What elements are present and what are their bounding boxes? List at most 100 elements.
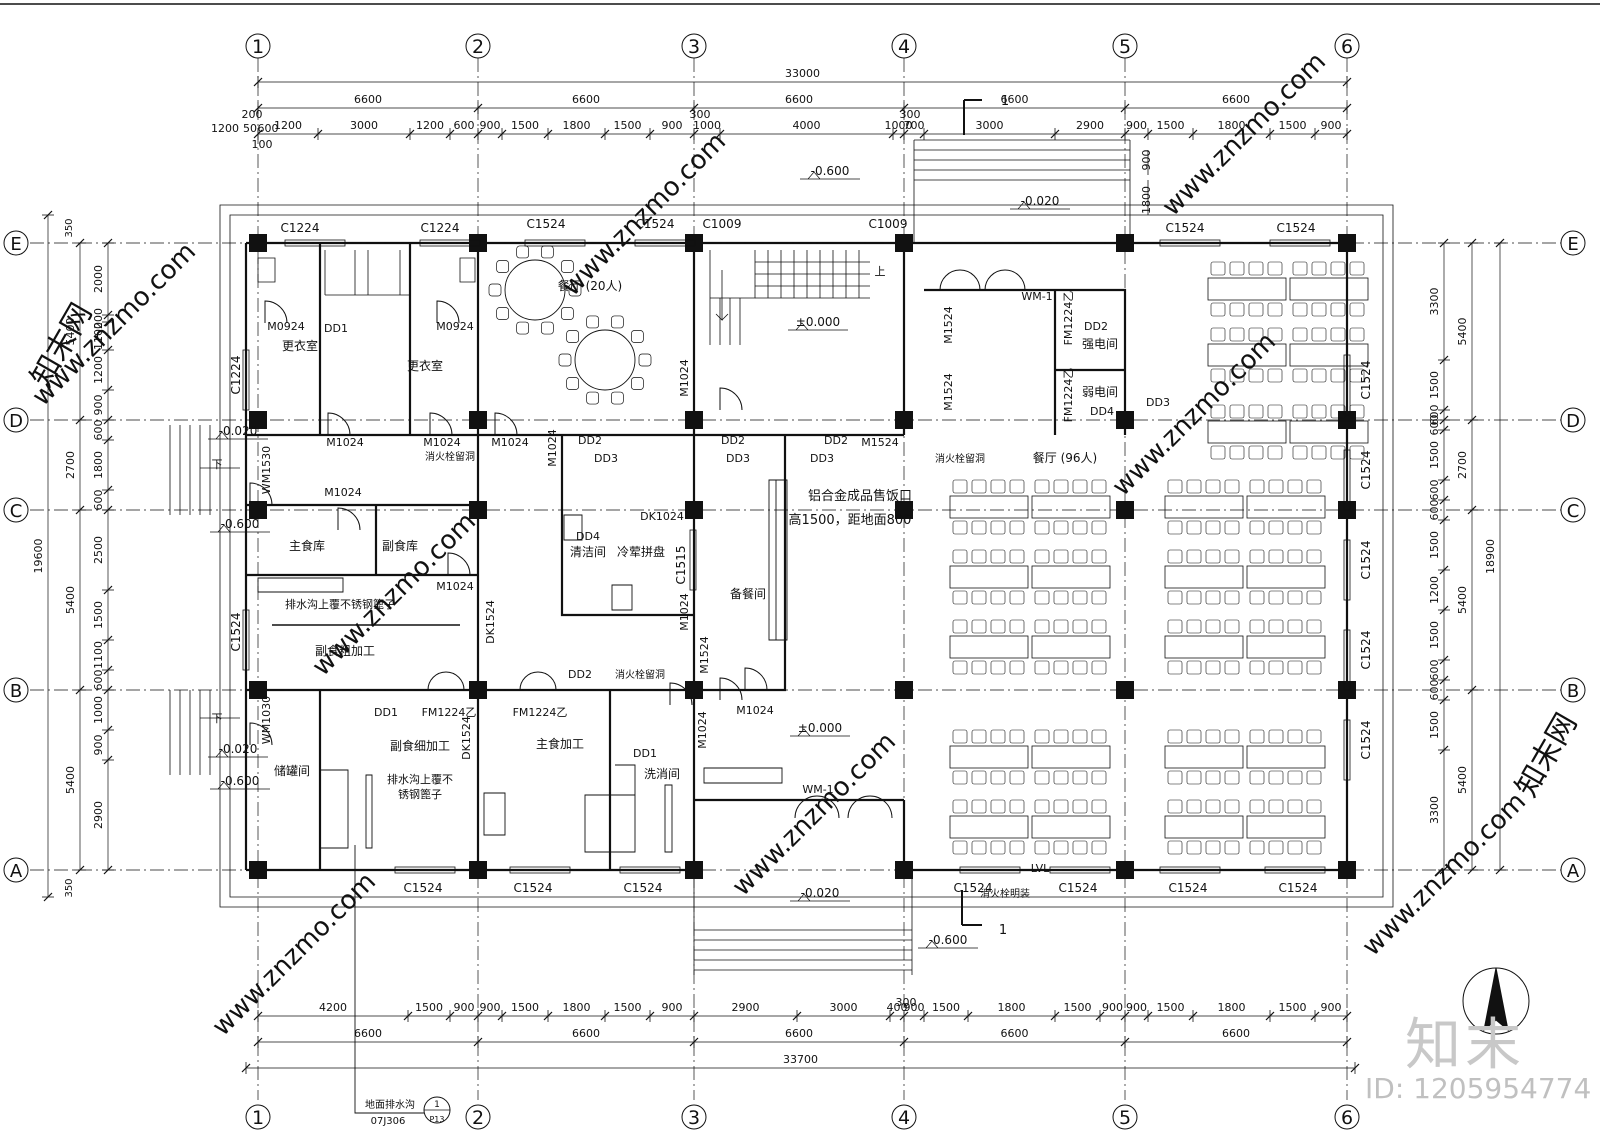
axis-label: 4 (898, 36, 910, 58)
chair (990, 520, 1006, 535)
dim-text: 1800 (1140, 186, 1153, 214)
door-label: M1024 (546, 429, 559, 467)
chair (1311, 404, 1327, 419)
door-label: WM1030 (260, 696, 273, 744)
room-label: 弱电间 (1082, 385, 1118, 399)
room-label: 主食库 (289, 538, 325, 553)
level-mark: -0.020 (219, 742, 258, 756)
dim-text: 1800 (998, 1001, 1026, 1014)
chair (1224, 660, 1240, 675)
door-swing (447, 552, 471, 576)
axis-bubble (3, 677, 29, 703)
note-text: 铝合金成品售饭口 (808, 488, 912, 504)
dim-tick (103, 385, 113, 395)
note-text: 上 (875, 265, 886, 278)
chair (971, 619, 987, 634)
dim-text: 1800 (563, 1001, 591, 1014)
dim-tick (1265, 129, 1275, 139)
window-symbol (242, 349, 250, 411)
dim-text: 600 (92, 420, 105, 441)
door-label: DD3 (1146, 396, 1170, 409)
chair (1034, 520, 1050, 535)
dim-tick (1120, 1011, 1130, 1021)
dim-tick (1342, 1011, 1352, 1021)
chair (1167, 770, 1183, 785)
column (895, 411, 913, 429)
axis-bubble (681, 1104, 707, 1130)
axis-bubble (1560, 230, 1586, 256)
window-label: C1524 (636, 217, 675, 231)
window-label: C1524 (404, 881, 443, 895)
level-mark: -0.600 (221, 517, 260, 531)
chair (1210, 327, 1226, 342)
room-label: 洗消间 (644, 767, 680, 781)
door-label: WM-1 (802, 783, 833, 796)
dim-tick (1439, 675, 1449, 685)
chair (1224, 840, 1240, 855)
chair (516, 245, 529, 259)
chair (1330, 445, 1346, 460)
dim-text: 6600 (572, 93, 600, 106)
axis-bubble (465, 1104, 491, 1130)
dim-text: 5400 (64, 318, 77, 346)
chair (1349, 327, 1365, 342)
chair (1249, 590, 1265, 605)
dim-tick (75, 505, 85, 515)
dining-table (1031, 565, 1111, 589)
chair (1167, 590, 1183, 605)
dim-text: 1500 (1428, 531, 1441, 559)
dim-text: 600 (1428, 480, 1441, 501)
axis-label: A (10, 861, 23, 882)
door-label: DD3 (810, 452, 834, 465)
chair (1186, 840, 1202, 855)
chair (1306, 619, 1322, 634)
column (1116, 501, 1134, 519)
chair (1306, 590, 1322, 605)
chair (1306, 660, 1322, 675)
chair (1311, 302, 1327, 317)
chair (1287, 770, 1303, 785)
door-label: M1524 (698, 636, 711, 674)
chair (1186, 479, 1202, 494)
dining-table (949, 495, 1029, 519)
window-symbol (284, 239, 346, 247)
dim-tick (103, 635, 113, 645)
door-swing (744, 667, 768, 691)
chair (971, 520, 987, 535)
window-label: C1009 (703, 217, 742, 231)
chair (1072, 549, 1088, 564)
column (895, 501, 913, 519)
chair (1186, 770, 1202, 785)
dim-text: 2700 (1456, 451, 1469, 479)
chair (971, 479, 987, 494)
chair (1224, 729, 1240, 744)
chair (1248, 368, 1264, 383)
dim-text: 900 (662, 1001, 683, 1014)
section-number: 1 (1001, 94, 1009, 109)
dim-tick (1188, 129, 1198, 139)
dining-table (1164, 745, 1244, 769)
axis-label: A (1567, 861, 1580, 882)
window-symbol (634, 239, 696, 247)
window-label: C1515 (674, 546, 688, 585)
chair (516, 321, 529, 335)
dim-tick (963, 1011, 973, 1021)
chair (1053, 520, 1069, 535)
dim-text: 300 (900, 108, 921, 121)
dining-table (1246, 495, 1326, 519)
chair (990, 799, 1006, 814)
level-symbol (210, 781, 270, 790)
chair (1072, 799, 1088, 814)
dim-text: 900 (480, 1001, 501, 1014)
chair (971, 770, 987, 785)
dim-tick (1120, 103, 1130, 113)
door-label: M1024 (678, 593, 691, 631)
dim-text: 900 (454, 1001, 475, 1014)
dim-tick (543, 129, 553, 139)
axis-bubble (1560, 857, 1586, 883)
chair (1053, 590, 1069, 605)
axis-label: C (10, 501, 23, 522)
chair (1072, 479, 1088, 494)
chair (586, 391, 599, 405)
chair (1167, 549, 1183, 564)
